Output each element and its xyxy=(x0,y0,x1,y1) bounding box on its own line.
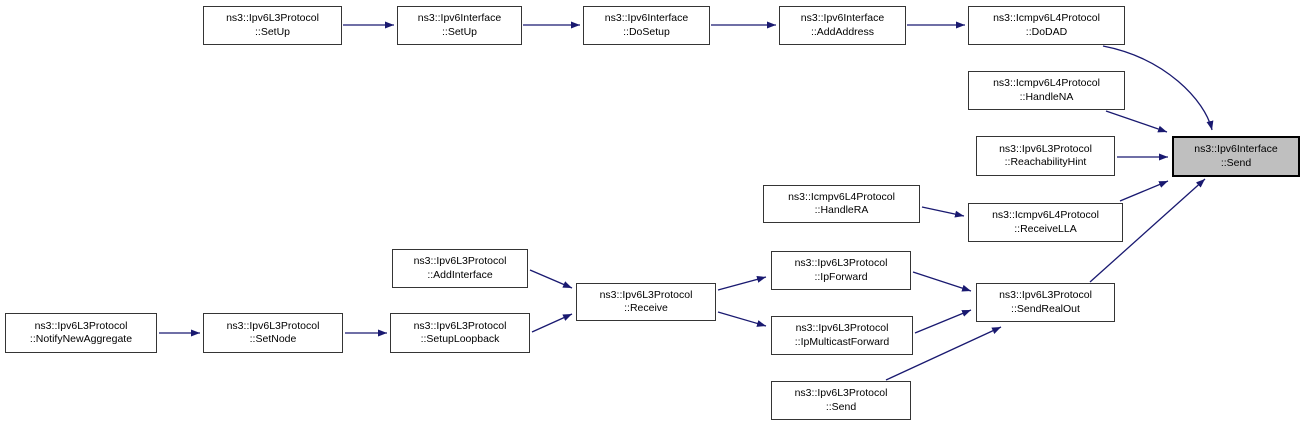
node-ipv6interface-send-target: ns3::Ipv6Interface ::Send xyxy=(1172,136,1300,177)
node-label: ::SetNode xyxy=(249,333,297,345)
node-label: ns3::Icmpv6L4Protocol xyxy=(993,12,1100,24)
edge-receive-to-ipmulticastforward xyxy=(717,311,767,327)
node-icmpv6l4protocol-handlera[interactable]: ns3::Icmpv6L4Protocol ::HandleRA xyxy=(763,185,920,223)
node-label: ns3::Ipv6L3Protocol xyxy=(413,319,507,332)
node-ipv6l3protocol-setnode[interactable]: ns3::Ipv6L3Protocol ::SetNode xyxy=(203,313,343,353)
node-ipv6l3protocol-notifynewaggregate[interactable]: ns3::Ipv6L3Protocol ::NotifyNewAggregate xyxy=(5,313,157,353)
node-ipv6interface-dosetup[interactable]: ns3::Ipv6Interface ::DoSetup xyxy=(583,6,710,45)
node-ipv6l3protocol-reachabilityhint[interactable]: ns3::Ipv6L3Protocol ::ReachabilityHint xyxy=(976,136,1115,176)
node-ipv6interface-addaddress[interactable]: ns3::Ipv6Interface ::AddAddress xyxy=(779,6,906,45)
edge-handlera-to-receivella xyxy=(921,206,965,218)
edge-ipforward-to-sendrealout xyxy=(912,271,972,292)
node-ipv6l3protocol-receive[interactable]: ns3::Ipv6L3Protocol ::Receive xyxy=(576,283,716,321)
node-label: ns3::Icmpv6L4Protocol xyxy=(993,77,1100,89)
node-label: ns3::Icmpv6L4Protocol xyxy=(992,209,1099,221)
node-label: ns3::Ipv6L3Protocol xyxy=(794,387,888,399)
node-label: ns3::Ipv6Interface xyxy=(604,12,689,24)
node-label: ns3::Ipv6L3Protocol xyxy=(795,322,889,334)
node-label: ::HandleNA xyxy=(1019,90,1074,103)
node-ipv6l3protocol-addinterface[interactable]: ns3::Ipv6L3Protocol ::AddInterface xyxy=(392,249,528,288)
node-label: ns3::Ipv6L3Protocol xyxy=(599,288,693,301)
edge-addinterface-to-receive xyxy=(529,269,573,289)
node-label: ns3::Ipv6L3Protocol xyxy=(999,142,1092,155)
node-label: ::SetUp xyxy=(254,25,291,38)
edge-ipmulticastforward-to-sendrealout xyxy=(914,309,972,334)
node-label: ::AddAddress xyxy=(810,25,875,38)
node-label: ::IpMulticastForward xyxy=(794,335,890,348)
node-label: ::SendRealOut xyxy=(1011,302,1080,315)
node-label: ns3::Ipv6L3Protocol xyxy=(34,319,128,332)
node-label: ::SetupLoopback xyxy=(420,333,500,345)
node-label: ::NotifyNewAggregate xyxy=(29,333,133,345)
node-ipv6l3protocol-send[interactable]: ns3::Ipv6L3Protocol ::Send xyxy=(771,381,911,420)
edge-l3send-to-sendrealout xyxy=(885,326,1002,381)
edge-receive-to-ipforward xyxy=(717,275,767,291)
node-label: ::SetUp xyxy=(441,25,478,38)
node-icmpv6l4protocol-handlena[interactable]: ns3::Icmpv6L4Protocol ::HandleNA xyxy=(968,71,1125,110)
edge-sendrealout-to-send xyxy=(1089,178,1206,283)
node-label: ::ReachabilityHint xyxy=(1004,156,1087,168)
node-ipv6l3protocol-ipforward[interactable]: ns3::Ipv6L3Protocol ::IpForward xyxy=(771,251,911,290)
node-label: ns3::Ipv6Interface xyxy=(800,12,885,24)
node-ipv6l3protocol-sendrealout[interactable]: ns3::Ipv6L3Protocol ::SendRealOut xyxy=(976,283,1115,322)
node-label: ::Send xyxy=(1220,156,1252,169)
node-label: ns3::Ipv6L3Protocol xyxy=(226,12,319,24)
node-ipv6interface-setup[interactable]: ns3::Ipv6Interface ::SetUp xyxy=(397,6,522,45)
node-label: ::Receive xyxy=(624,302,668,314)
node-ipv6l3protocol-setup[interactable]: ns3::Ipv6L3Protocol ::SetUp xyxy=(203,6,342,45)
node-label: ::DoDAD xyxy=(1025,25,1068,38)
node-label: ns3::Icmpv6L4Protocol xyxy=(788,190,895,203)
node-icmpv6l4protocol-receivella[interactable]: ns3::Icmpv6L4Protocol ::ReceiveLLA xyxy=(968,203,1123,242)
node-label: ns3::Ipv6Interface xyxy=(1194,143,1278,155)
edge-receivella-to-send xyxy=(1119,180,1169,202)
node-label: ::IpForward xyxy=(814,270,868,283)
node-ipv6l3protocol-ipmulticastforward[interactable]: ns3::Ipv6L3Protocol ::IpMulticastForward xyxy=(771,316,913,355)
node-icmpv6l4protocol-dodad[interactable]: ns3::Icmpv6L4Protocol ::DoDAD xyxy=(968,6,1125,45)
node-label: ::DoSetup xyxy=(623,25,670,38)
node-label: ::HandleRA xyxy=(814,204,869,216)
node-label: ns3::Ipv6L3Protocol xyxy=(226,319,320,332)
node-ipv6l3protocol-setuploopback[interactable]: ns3::Ipv6L3Protocol ::SetupLoopback xyxy=(390,313,530,353)
node-label: ::AddInterface xyxy=(427,268,493,281)
node-label: ns3::Ipv6L3Protocol xyxy=(794,257,888,269)
node-label: ns3::Ipv6L3Protocol xyxy=(999,289,1092,301)
node-label: ::ReceiveLLA xyxy=(1014,222,1077,235)
node-label: ::Send xyxy=(825,400,857,413)
node-label: ns3::Ipv6Interface xyxy=(417,12,502,24)
edge-setuploopback-to-receive xyxy=(531,313,573,333)
edge-dodad-to-send xyxy=(1102,45,1214,131)
node-label: ns3::Ipv6L3Protocol xyxy=(413,255,507,267)
edge-handlena-to-send xyxy=(1105,110,1168,133)
